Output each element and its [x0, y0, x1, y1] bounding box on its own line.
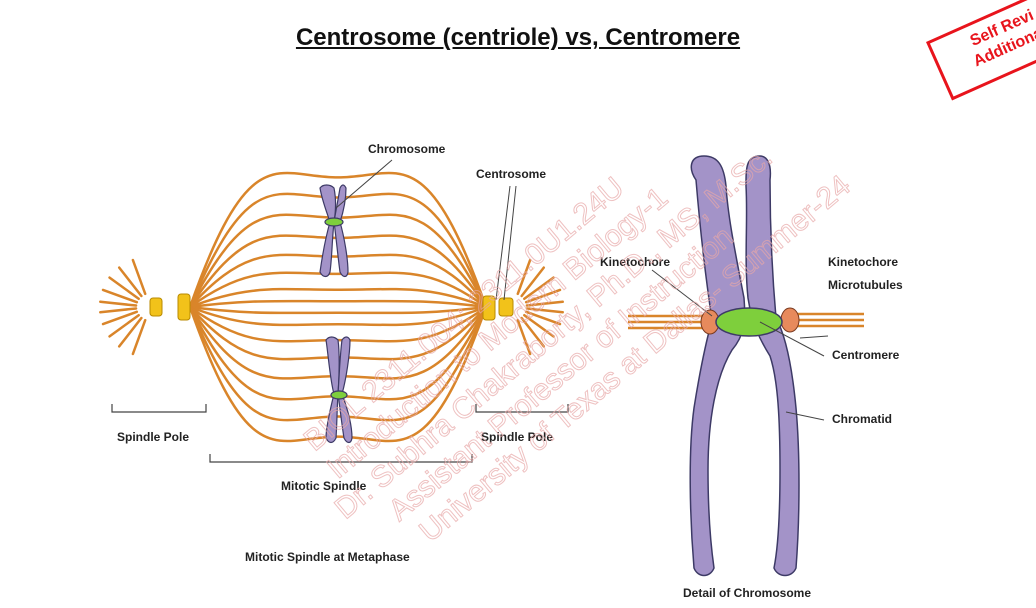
- mitotic-spindle-metaphase-caption: Mitotic Spindle at Metaphase: [245, 550, 410, 564]
- astral-ray: [117, 266, 143, 298]
- small-chromosome-upper: [319, 184, 349, 278]
- mitotic-spindle-label: Mitotic Spindle: [281, 479, 367, 493]
- centromere-shape: [715, 307, 783, 337]
- astral-ray: [523, 276, 555, 301]
- detail-of-chromosome-caption: Detail of Chromosome: [683, 586, 811, 600]
- astral-ray: [516, 258, 532, 296]
- astral-ray: [131, 318, 147, 356]
- kinetochore-label-left: Kinetochore: [600, 255, 670, 269]
- spindle-fiber: [188, 287, 488, 309]
- astral-ray: [520, 266, 546, 298]
- spindle-pole-label-left: Spindle Pole: [117, 430, 189, 444]
- mitotic-spindle-bracket: [209, 454, 473, 463]
- astral-ray: [101, 288, 139, 304]
- astral-ray: [99, 300, 138, 307]
- centrosome-left: [149, 293, 191, 321]
- spindle-fiber: [188, 305, 488, 443]
- spindle-pole-bracket-right: [475, 404, 569, 413]
- leader-lines: [335, 159, 829, 421]
- kinetochore-microtubules-right: [790, 312, 864, 328]
- kinetochore-microtubules-left: [628, 314, 714, 330]
- astral-ray: [101, 310, 139, 326]
- chromosome-label: Chromosome: [368, 142, 446, 156]
- centrosome-right: [482, 295, 514, 321]
- centrosome-label: Centrosome: [476, 167, 546, 181]
- spindle-fiber: [188, 171, 488, 309]
- astral-ray: [108, 276, 140, 301]
- spindle-fiber: [188, 305, 488, 327]
- centromere-label: Centromere: [832, 348, 900, 362]
- spindle-fiber: [188, 299, 488, 309]
- microtubules-label: Microtubules: [828, 278, 903, 292]
- astral-ray: [99, 307, 138, 314]
- astral-ray: [524, 288, 562, 304]
- astral-ray: [117, 316, 143, 348]
- kinetochore-label-right: Kinetochore: [828, 255, 898, 269]
- chromosome-detail: [689, 155, 800, 577]
- spindle-fiber: [188, 305, 488, 422]
- astral-ray: [131, 258, 147, 296]
- astral-ray: [516, 318, 532, 356]
- astral-ray: [525, 300, 564, 307]
- small-chromosome-lower: [325, 336, 353, 444]
- astral-ray: [108, 313, 140, 338]
- spindle-pole-bracket-left: [111, 404, 207, 413]
- astral-rays: [99, 258, 564, 356]
- chromatid-label: Chromatid: [832, 412, 892, 426]
- kinetochore-plate-right: [780, 307, 800, 333]
- astral-ray: [523, 313, 555, 338]
- page-title: Centrosome (centriole) vs, Centromere: [295, 24, 741, 51]
- astral-ray: [520, 316, 546, 348]
- astral-ray: [525, 307, 564, 314]
- spindle-fiber: [188, 271, 488, 309]
- spindle-fiber: [188, 305, 488, 315]
- spindle-pole-label-right: Spindle Pole: [481, 430, 553, 444]
- astral-ray: [524, 310, 562, 326]
